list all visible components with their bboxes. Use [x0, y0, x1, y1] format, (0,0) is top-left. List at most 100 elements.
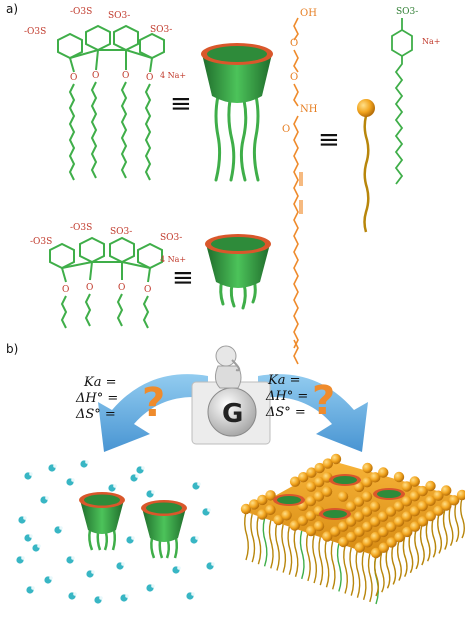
lipid-head [425, 495, 436, 507]
solvent-hydrogen [31, 586, 35, 590]
lipid-head [322, 531, 333, 542]
lipid-head [305, 510, 317, 522]
lipid-tail [448, 505, 454, 547]
lipid-head [386, 537, 397, 548]
lipid-tail [244, 511, 249, 561]
lipid-head [345, 501, 357, 512]
lipid-head [409, 506, 420, 517]
thermo-right-dh: ΔH° = [265, 389, 308, 404]
ether-o-6: O [86, 283, 93, 293]
lipid-tail [281, 524, 287, 573]
lipid-head [354, 542, 365, 553]
solution-scene [16, 460, 215, 604]
panel-b-label: b) [6, 342, 19, 356]
lipid-tail [361, 551, 367, 601]
lipid-tail [460, 497, 465, 539]
thermo-left: Ka = ΔH° = ΔS° = ? [75, 375, 165, 426]
ether-o-1: O [70, 73, 77, 83]
lipid-tail [324, 539, 330, 588]
lipid-tail [402, 536, 408, 577]
thermo-left-ka: Ka = [83, 375, 117, 390]
solvent-hydrogen [49, 576, 53, 580]
lipid-head [337, 521, 349, 532]
counterion-small: 4 Na+ [160, 255, 186, 264]
lipid-tail [385, 548, 391, 589]
equivalence-sign-lipid: ≡ [318, 125, 340, 155]
host-in-solution-2 [141, 500, 187, 559]
lipid-head [330, 453, 342, 465]
lipid-tails [244, 497, 465, 605]
solvent-hydrogen [121, 562, 125, 566]
lipid-head [393, 516, 405, 527]
lipid-head [394, 531, 405, 543]
lipid-tail [256, 516, 262, 565]
lipid-head [401, 496, 412, 507]
lipid-head [378, 467, 389, 478]
solvent-hydrogen [135, 474, 139, 478]
lipid-head [401, 481, 412, 492]
lipid-cartoon [357, 99, 375, 233]
solvent-hydrogen [91, 570, 95, 574]
thermo-left-ds: ΔS° = [75, 407, 116, 422]
sulfonate-aryl: SO3- [396, 7, 418, 17]
lipid-tail [442, 509, 448, 550]
lipid-head [393, 471, 405, 483]
ether-o-7: O [118, 283, 125, 293]
lipid-head [369, 516, 381, 527]
solvent-hydrogen [21, 556, 25, 560]
lipid-tail [299, 530, 305, 580]
solvent-hydrogen [195, 536, 199, 540]
lipid-tail [336, 543, 342, 592]
solvent-hydrogen [177, 566, 181, 570]
lipid-tail [330, 541, 336, 590]
lipid-head [313, 520, 325, 532]
lipid-head [369, 501, 381, 512]
thinker-on-sphere: G [191, 345, 271, 445]
lipid-head [385, 506, 397, 517]
solvent-hydrogen [211, 562, 215, 566]
lipid-head [346, 531, 357, 543]
lipid-head [273, 514, 284, 526]
lipid-tail [425, 521, 431, 562]
lipid-chain-structure: OH O O NH O [282, 8, 318, 365]
embedded-host-1 [329, 474, 361, 486]
equivalence-sign-large: ≡ [170, 89, 192, 119]
lipid-head [425, 510, 436, 522]
lipid-head [305, 495, 317, 507]
solvent-hydrogen [45, 496, 49, 500]
ether-o-4: O [146, 73, 153, 83]
lipid-head [409, 490, 420, 502]
lipid-head [313, 491, 325, 502]
hydroxyl-group: OH [300, 8, 317, 19]
calixarene-small-structure: O O O O -O3S -O3S SO3- SO3- 4 Na+ [30, 223, 186, 329]
sulfonate-8: SO3- [160, 233, 182, 243]
lipid-head [441, 500, 452, 511]
lipid-tail [349, 547, 355, 596]
solvent-hydrogen [151, 490, 155, 494]
monolayer-scene [240, 453, 465, 605]
amide-nh: NH [300, 104, 318, 115]
lipid-head [305, 525, 317, 537]
embedded-host-2 [273, 494, 305, 506]
lipid-head [370, 547, 382, 559]
lipid-head [417, 500, 428, 512]
ether-o-chain-1: O [290, 38, 298, 49]
calixarene-large-cartoon [201, 43, 273, 182]
lipid-tail [396, 540, 402, 581]
sulfonate-6: -O3S [70, 223, 92, 233]
lipid-head [370, 472, 381, 483]
carbonyl-o: O [282, 124, 290, 135]
lipid-tail [262, 518, 268, 567]
lipid-head [377, 511, 389, 522]
solvent-hydrogen [151, 584, 155, 588]
sulfonate-5: -O3S [30, 237, 52, 247]
solvent-hydrogen [37, 544, 41, 548]
ether-o-5: O [62, 285, 69, 295]
lipid-head [353, 481, 365, 493]
lipid-tail [318, 536, 324, 586]
lipid-head [409, 521, 421, 532]
question-mark-left: ? [142, 380, 165, 426]
lipid-tail [419, 524, 425, 566]
lipid-head [314, 462, 325, 474]
lipid-tail [374, 555, 379, 597]
